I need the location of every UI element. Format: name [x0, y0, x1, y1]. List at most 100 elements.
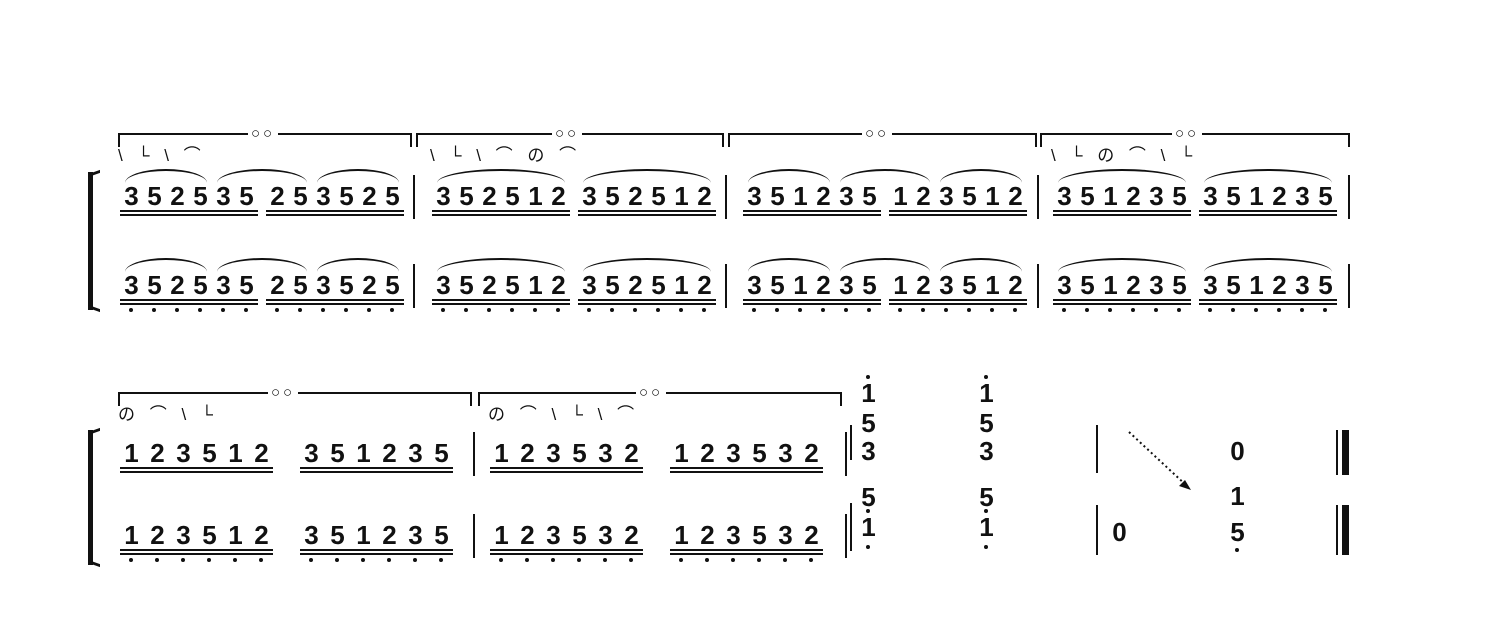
note: 5	[1080, 181, 1095, 211]
beam-line	[578, 210, 716, 212]
note: 5	[434, 438, 449, 468]
note: 3	[436, 181, 451, 211]
harmonic-bracket-end	[1348, 133, 1350, 147]
note: 1	[1103, 181, 1118, 211]
harmonic-mark: ○○	[552, 126, 583, 141]
note: 2	[520, 438, 535, 468]
note: 5	[339, 181, 354, 211]
beam-line	[120, 471, 273, 473]
chord-note: 1	[861, 512, 876, 542]
beam-line	[120, 214, 258, 216]
beam-line	[300, 553, 453, 555]
beam-line	[670, 549, 823, 551]
slur	[437, 169, 565, 183]
octave-dot	[298, 308, 302, 312]
chord-note: 3	[979, 436, 994, 466]
octave-dot	[487, 308, 491, 312]
note: 5	[339, 270, 354, 300]
bar-line	[725, 175, 727, 219]
note: 3	[747, 181, 762, 211]
note: 2	[697, 270, 712, 300]
note: 5	[330, 438, 345, 468]
octave-dot	[679, 558, 683, 562]
note: 3	[939, 181, 954, 211]
note: 2	[551, 270, 566, 300]
note: 3	[304, 438, 319, 468]
note: 2	[700, 438, 715, 468]
octave-dot	[705, 558, 709, 562]
note: 3	[124, 270, 139, 300]
note: 3	[408, 520, 423, 550]
octave-dot	[1177, 308, 1181, 312]
note: 3	[1149, 270, 1164, 300]
note: 2	[254, 438, 269, 468]
octave-dot	[335, 558, 339, 562]
note: 2	[150, 438, 165, 468]
bar-line	[413, 175, 415, 219]
octave-dot	[129, 308, 133, 312]
note: 3	[1057, 181, 1072, 211]
octave-dot	[207, 558, 211, 562]
octave-dot	[387, 558, 391, 562]
note: 5	[459, 270, 474, 300]
note: 5	[505, 181, 520, 211]
note: 2	[916, 181, 931, 211]
beam-line	[300, 467, 453, 469]
bar-line	[725, 264, 727, 308]
beam-line	[578, 299, 716, 301]
octave-dot	[990, 308, 994, 312]
octave-dot	[633, 308, 637, 312]
octave-dot	[181, 558, 185, 562]
system-bracket	[88, 430, 93, 565]
note: 2	[1126, 181, 1141, 211]
rest: 0	[1112, 517, 1127, 547]
octave-dot	[499, 558, 503, 562]
final-bar-thick	[1342, 430, 1349, 475]
octave-dot	[752, 308, 756, 312]
note: 5	[770, 270, 785, 300]
slur	[583, 169, 711, 183]
note: 2	[1272, 270, 1287, 300]
beam-line	[120, 303, 258, 305]
octave-dot	[233, 558, 237, 562]
octave-dot	[275, 308, 279, 312]
note: 5	[239, 270, 254, 300]
octave-dot	[656, 308, 660, 312]
note: 1	[793, 181, 808, 211]
note: 3	[726, 438, 741, 468]
octave-dot	[1085, 308, 1089, 312]
final-bar-thin	[1336, 430, 1338, 475]
octave-dot	[809, 558, 813, 562]
bar-line	[1037, 264, 1039, 308]
note: 1	[1249, 181, 1264, 211]
note: 2	[628, 270, 643, 300]
slur	[840, 258, 930, 272]
note: 2	[804, 520, 819, 550]
note: 2	[382, 438, 397, 468]
octave-dot	[1254, 308, 1258, 312]
bar-line	[845, 514, 847, 558]
rest: 0	[1230, 436, 1245, 466]
note: 5	[572, 438, 587, 468]
note: 5	[293, 270, 308, 300]
beam-line	[490, 553, 643, 555]
note: 3	[436, 270, 451, 300]
harmonic-mark: ○○	[636, 385, 667, 400]
note: 1	[674, 270, 689, 300]
final-bar-thick	[1342, 505, 1349, 555]
octave-dot	[361, 558, 365, 562]
note: 3	[124, 181, 139, 211]
note: 2	[170, 270, 185, 300]
harmonic-bracket-end	[478, 392, 480, 406]
note: 5	[193, 270, 208, 300]
octave-dot	[152, 308, 156, 312]
octave-dot	[175, 308, 179, 312]
beam-line	[120, 299, 258, 301]
bar-line	[1096, 505, 1098, 555]
note: 1	[674, 520, 689, 550]
beam-line	[266, 210, 404, 212]
beam-line	[266, 299, 404, 301]
slur	[217, 169, 307, 183]
octave-dot	[441, 308, 445, 312]
octave-dot	[1062, 308, 1066, 312]
